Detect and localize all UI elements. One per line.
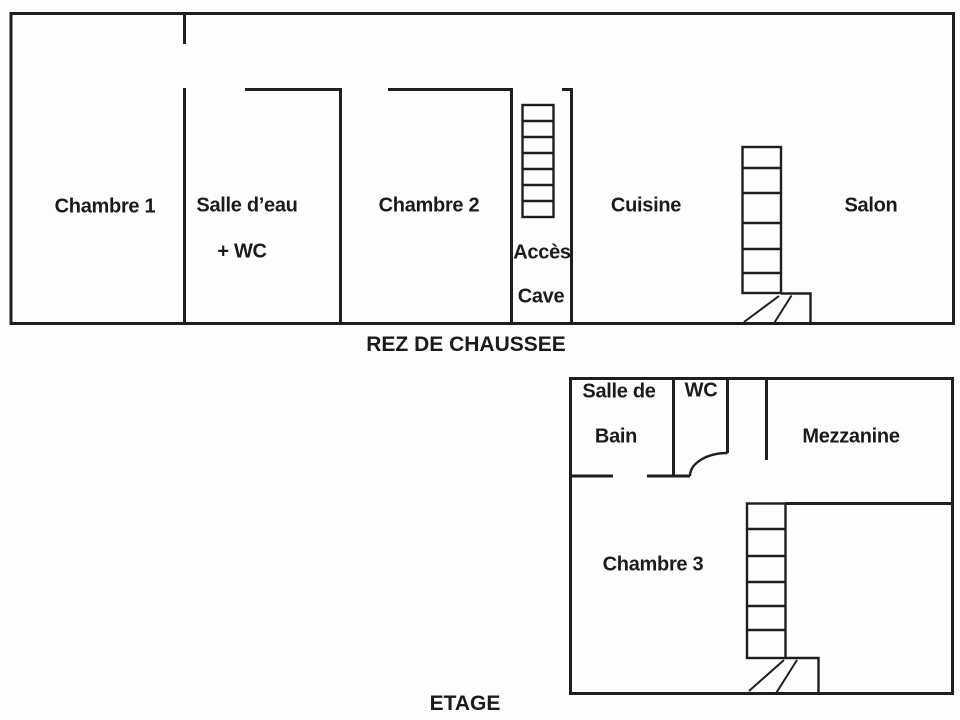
cave-staircase-symbol — [521, 103, 555, 219]
etage-staircase-ladder — [745, 502, 820, 692]
room-label-mezzanine: Mezzanine — [802, 425, 900, 448]
salon-staircase-ladder — [741, 145, 812, 322]
room-label-wc: WC — [684, 379, 718, 402]
room-label-cave: Cave — [517, 285, 565, 308]
room-label-cuisine: Cuisine — [610, 194, 682, 217]
ground-floor-outer-wall — [9, 12, 955, 325]
room-label-chambre-3: Chambre 3 — [602, 553, 704, 576]
salon-staircase-winders — [743, 294, 793, 324]
room-label-chambre-1: Chambre 1 — [54, 195, 156, 218]
room-label-salle-deau: Salle d’eau — [196, 194, 298, 217]
salon-staircase-symbol — [741, 145, 812, 324]
room-label-acces: Accès — [513, 241, 571, 264]
ground-floor-title: REZ DE CHAUSSEE — [366, 333, 566, 356]
upper-floor-title: ETAGE — [429, 692, 501, 715]
upper-floor-plan — [569, 377, 954, 695]
etage-staircase-symbol — [745, 502, 820, 694]
room-label-salle-de-bain-line1: Salle de — [582, 380, 656, 403]
wc-door-arc — [688, 451, 728, 477]
upper-floor-outer-wall — [569, 377, 954, 695]
room-label-salle-deau-wc: + WC — [217, 240, 267, 263]
etage-staircase-winders — [748, 659, 798, 694]
room-label-salon: Salon — [844, 194, 898, 217]
ground-floor-plan — [9, 12, 955, 325]
wall-cave-cuisine — [562, 88, 573, 324]
room-label-salle-de-bain-line2: Bain — [594, 425, 638, 448]
room-label-chambre-2: Chambre 2 — [378, 194, 480, 217]
